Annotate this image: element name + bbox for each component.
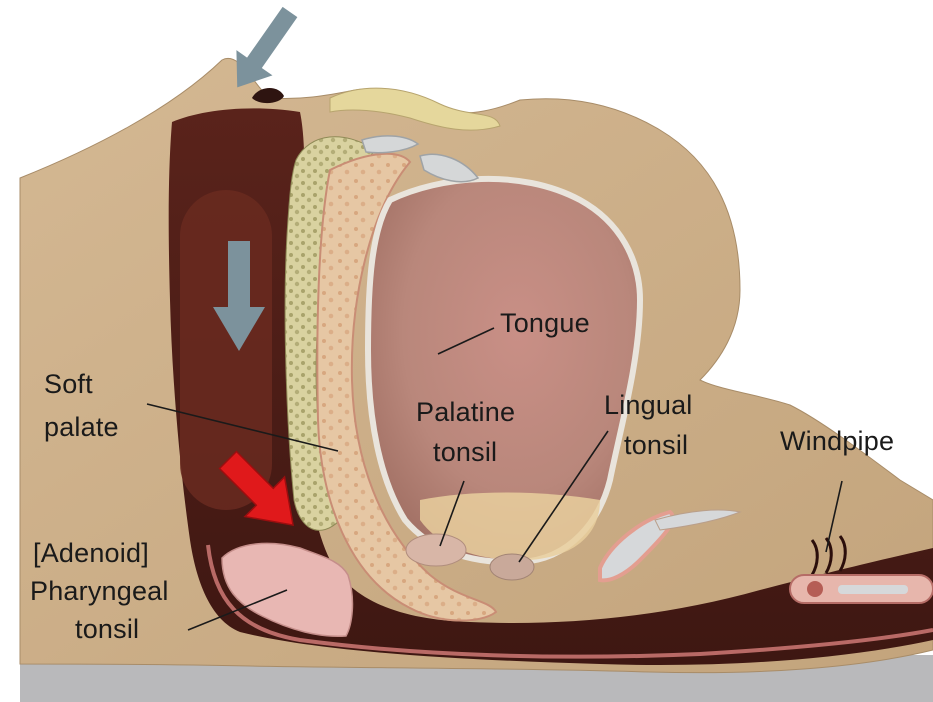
lingual-tonsil-label-line2: tonsil — [624, 430, 688, 460]
lingual-tonsil-shape — [490, 554, 534, 580]
esophagus-inner — [838, 585, 908, 594]
adenoid-label-line2: Pharyngeal — [30, 576, 169, 606]
adenoid-label-line1: [Adenoid] — [33, 538, 149, 568]
tongue-label: Tongue — [500, 308, 590, 338]
palatine-tonsil-label-line1: Palatine — [416, 397, 515, 427]
adenoid-label-line3: tonsil — [75, 614, 139, 644]
soft-palate-label-line1: Soft — [44, 369, 93, 399]
palatine-tonsil-shape — [406, 534, 466, 566]
palatine-tonsil-label-line2: tonsil — [433, 437, 497, 467]
esophagus-node — [807, 581, 823, 597]
windpipe-label: Windpipe — [780, 426, 894, 456]
soft-palate-label-line2: palate — [44, 412, 119, 442]
lingual-tonsil-label-line1: Lingual — [604, 390, 692, 420]
